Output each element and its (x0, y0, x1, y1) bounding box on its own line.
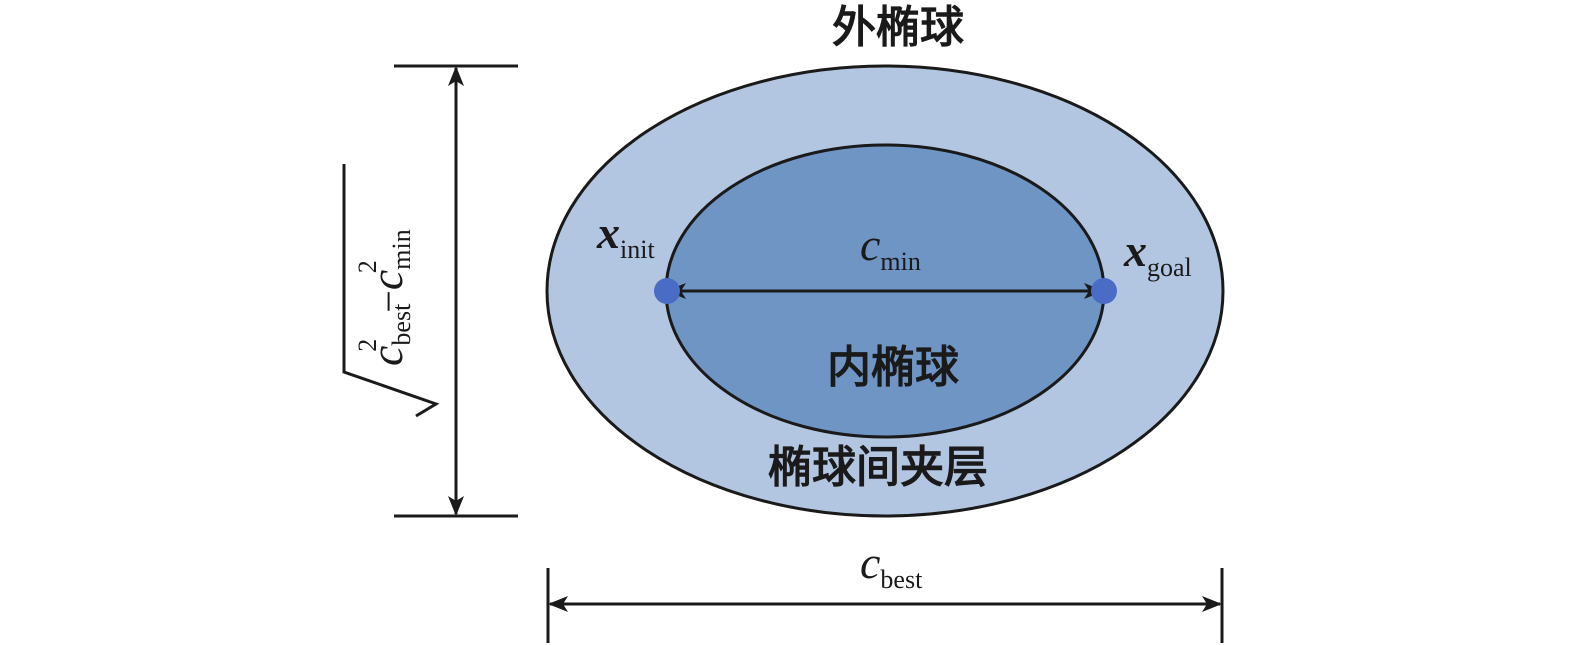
c-min-label: cmin (860, 219, 921, 276)
x-goal-point (1091, 278, 1117, 304)
outer-ellipsoid-label: 外椭球 (832, 2, 965, 53)
inner-ellipsoid-label: 内椭球 (827, 342, 960, 393)
x-init-label: xinit (596, 207, 655, 264)
interlayer-label: 椭球间夹层 (768, 442, 988, 493)
minor-axis-label: cbest2−cmin2 (342, 164, 440, 418)
c-best-label: cbest (860, 537, 923, 594)
sqrt-radical (342, 164, 440, 418)
x-goal-label: xgoal (1123, 225, 1192, 282)
svg-text:cbest2−cmin2: cbest2−cmin2 (353, 229, 416, 366)
x-init-point (654, 278, 680, 304)
